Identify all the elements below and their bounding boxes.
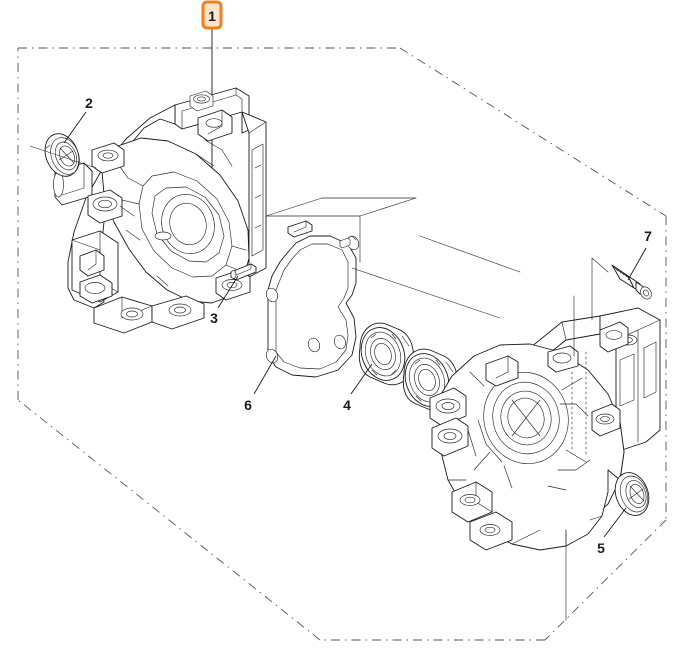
- callout-1[interactable]: 1: [201, 0, 223, 30]
- callout-7-backdrop: [640, 226, 656, 244]
- callout-5[interactable]: 5: [593, 538, 609, 556]
- crankcase-half-right: [429, 307, 661, 551]
- oil-seal-left-part: [29, 133, 97, 177]
- callout-3[interactable]: 3: [206, 308, 222, 326]
- callout-6[interactable]: 6: [240, 395, 256, 413]
- callout-5-label: 5: [597, 540, 605, 556]
- callout-3-label: 3: [210, 310, 218, 326]
- callout-2[interactable]: 2: [81, 93, 97, 111]
- callout-1-label: 1: [208, 8, 216, 24]
- callout-1-highlight-box: [201, 0, 223, 30]
- ball-bearing-part: [351, 235, 521, 412]
- callout-labels: 1 2 3 4 5 6 7: [81, 0, 656, 556]
- callout-7-label: 7: [644, 228, 652, 244]
- callout-2-backdrop: [81, 93, 97, 111]
- assembly-boundary: [17, 47, 667, 641]
- gasket-part: [265, 197, 417, 378]
- callout-3-backdrop: [206, 308, 222, 326]
- dowel-pin-part: [230, 263, 257, 281]
- oil-seal-right-part: [614, 472, 650, 516]
- callout-leaders: [63, 111, 647, 538]
- callout-2-label: 2: [85, 95, 93, 111]
- crankcase-half-left: [53, 87, 267, 334]
- callout-4[interactable]: 4: [339, 395, 355, 413]
- callout-6-label: 6: [244, 397, 252, 413]
- callout-4-backdrop: [339, 395, 355, 413]
- callout-7[interactable]: 7: [640, 226, 656, 244]
- callout-4-label: 4: [343, 397, 351, 413]
- callout-5-backdrop: [593, 538, 609, 556]
- callout-6-backdrop: [240, 395, 256, 413]
- screw-part: [591, 257, 652, 321]
